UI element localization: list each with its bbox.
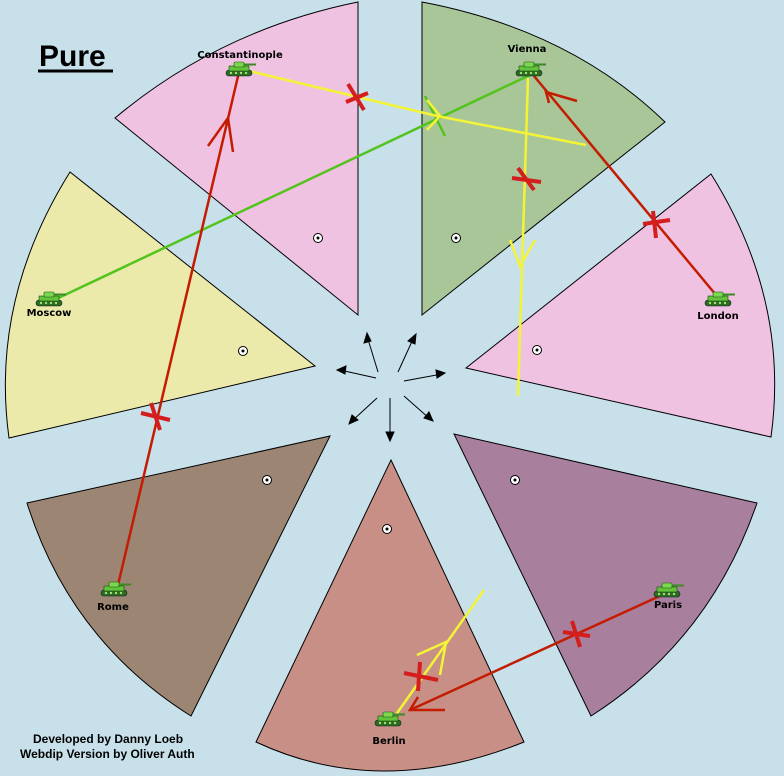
failed-order-mark-icon	[511, 166, 542, 192]
territory-moscow[interactable]	[4, 171, 317, 439]
unit-constantinople-tank-icon[interactable]	[225, 61, 256, 77]
city-label-london: London	[697, 311, 739, 322]
order-move-paris	[407, 593, 663, 712]
supply-center-icon	[262, 475, 272, 485]
failed-order-mark-icon	[403, 661, 439, 692]
failed-order-mark-icon	[562, 620, 591, 648]
failed-order-mark-icon	[345, 82, 369, 112]
order-move-london	[533, 75, 717, 296]
territory-london[interactable]	[464, 173, 776, 438]
city-label-vienna: Vienna	[508, 44, 547, 55]
unit-london-tank-icon[interactable]	[704, 291, 735, 307]
failed-order-mark-icon	[140, 402, 171, 431]
territory-paris[interactable]	[453, 433, 758, 717]
unit-paris-tank-icon[interactable]	[653, 582, 684, 598]
territory-berlin[interactable]	[255, 458, 525, 772]
map-title: Pure	[39, 40, 106, 73]
units-layer	[35, 61, 735, 727]
city-label-paris: Paris	[654, 600, 682, 611]
supply-center-icon	[532, 345, 542, 355]
unit-berlin-tank-icon[interactable]	[374, 711, 405, 727]
territory-vienna[interactable]	[421, 1, 666, 317]
center-arrows-icon	[335, 331, 447, 443]
supply-center-icon	[510, 475, 520, 485]
supply-center-icon	[382, 524, 392, 534]
territory-rome[interactable]	[26, 435, 331, 717]
order-support-berlin	[393, 589, 486, 717]
supply-center-icon	[313, 233, 323, 243]
city-label-berlin: Berlin	[372, 736, 405, 747]
supply-center-icon	[238, 346, 248, 356]
unit-moscow-tank-icon[interactable]	[35, 291, 66, 307]
order-support-constantinople	[244, 68, 587, 147]
unit-rome-tank-icon[interactable]	[100, 581, 131, 597]
credit-line-1: Developed by Danny Loeb	[33, 732, 183, 746]
city-label-rome: Rome	[97, 602, 129, 613]
unit-vienna-tank-icon[interactable]	[515, 61, 546, 77]
territory-constantinople[interactable]	[114, 1, 359, 317]
supply-center-icon	[451, 233, 461, 243]
city-label-constantinople: Constantinople	[197, 50, 283, 61]
credit-line-2: Webdip Version by Oliver Auth	[20, 747, 195, 761]
failed-order-mark-icon	[642, 210, 671, 239]
city-label-moscow: Moscow	[27, 308, 72, 319]
order-move-vienna	[508, 77, 537, 397]
order-move-rome	[116, 71, 241, 586]
